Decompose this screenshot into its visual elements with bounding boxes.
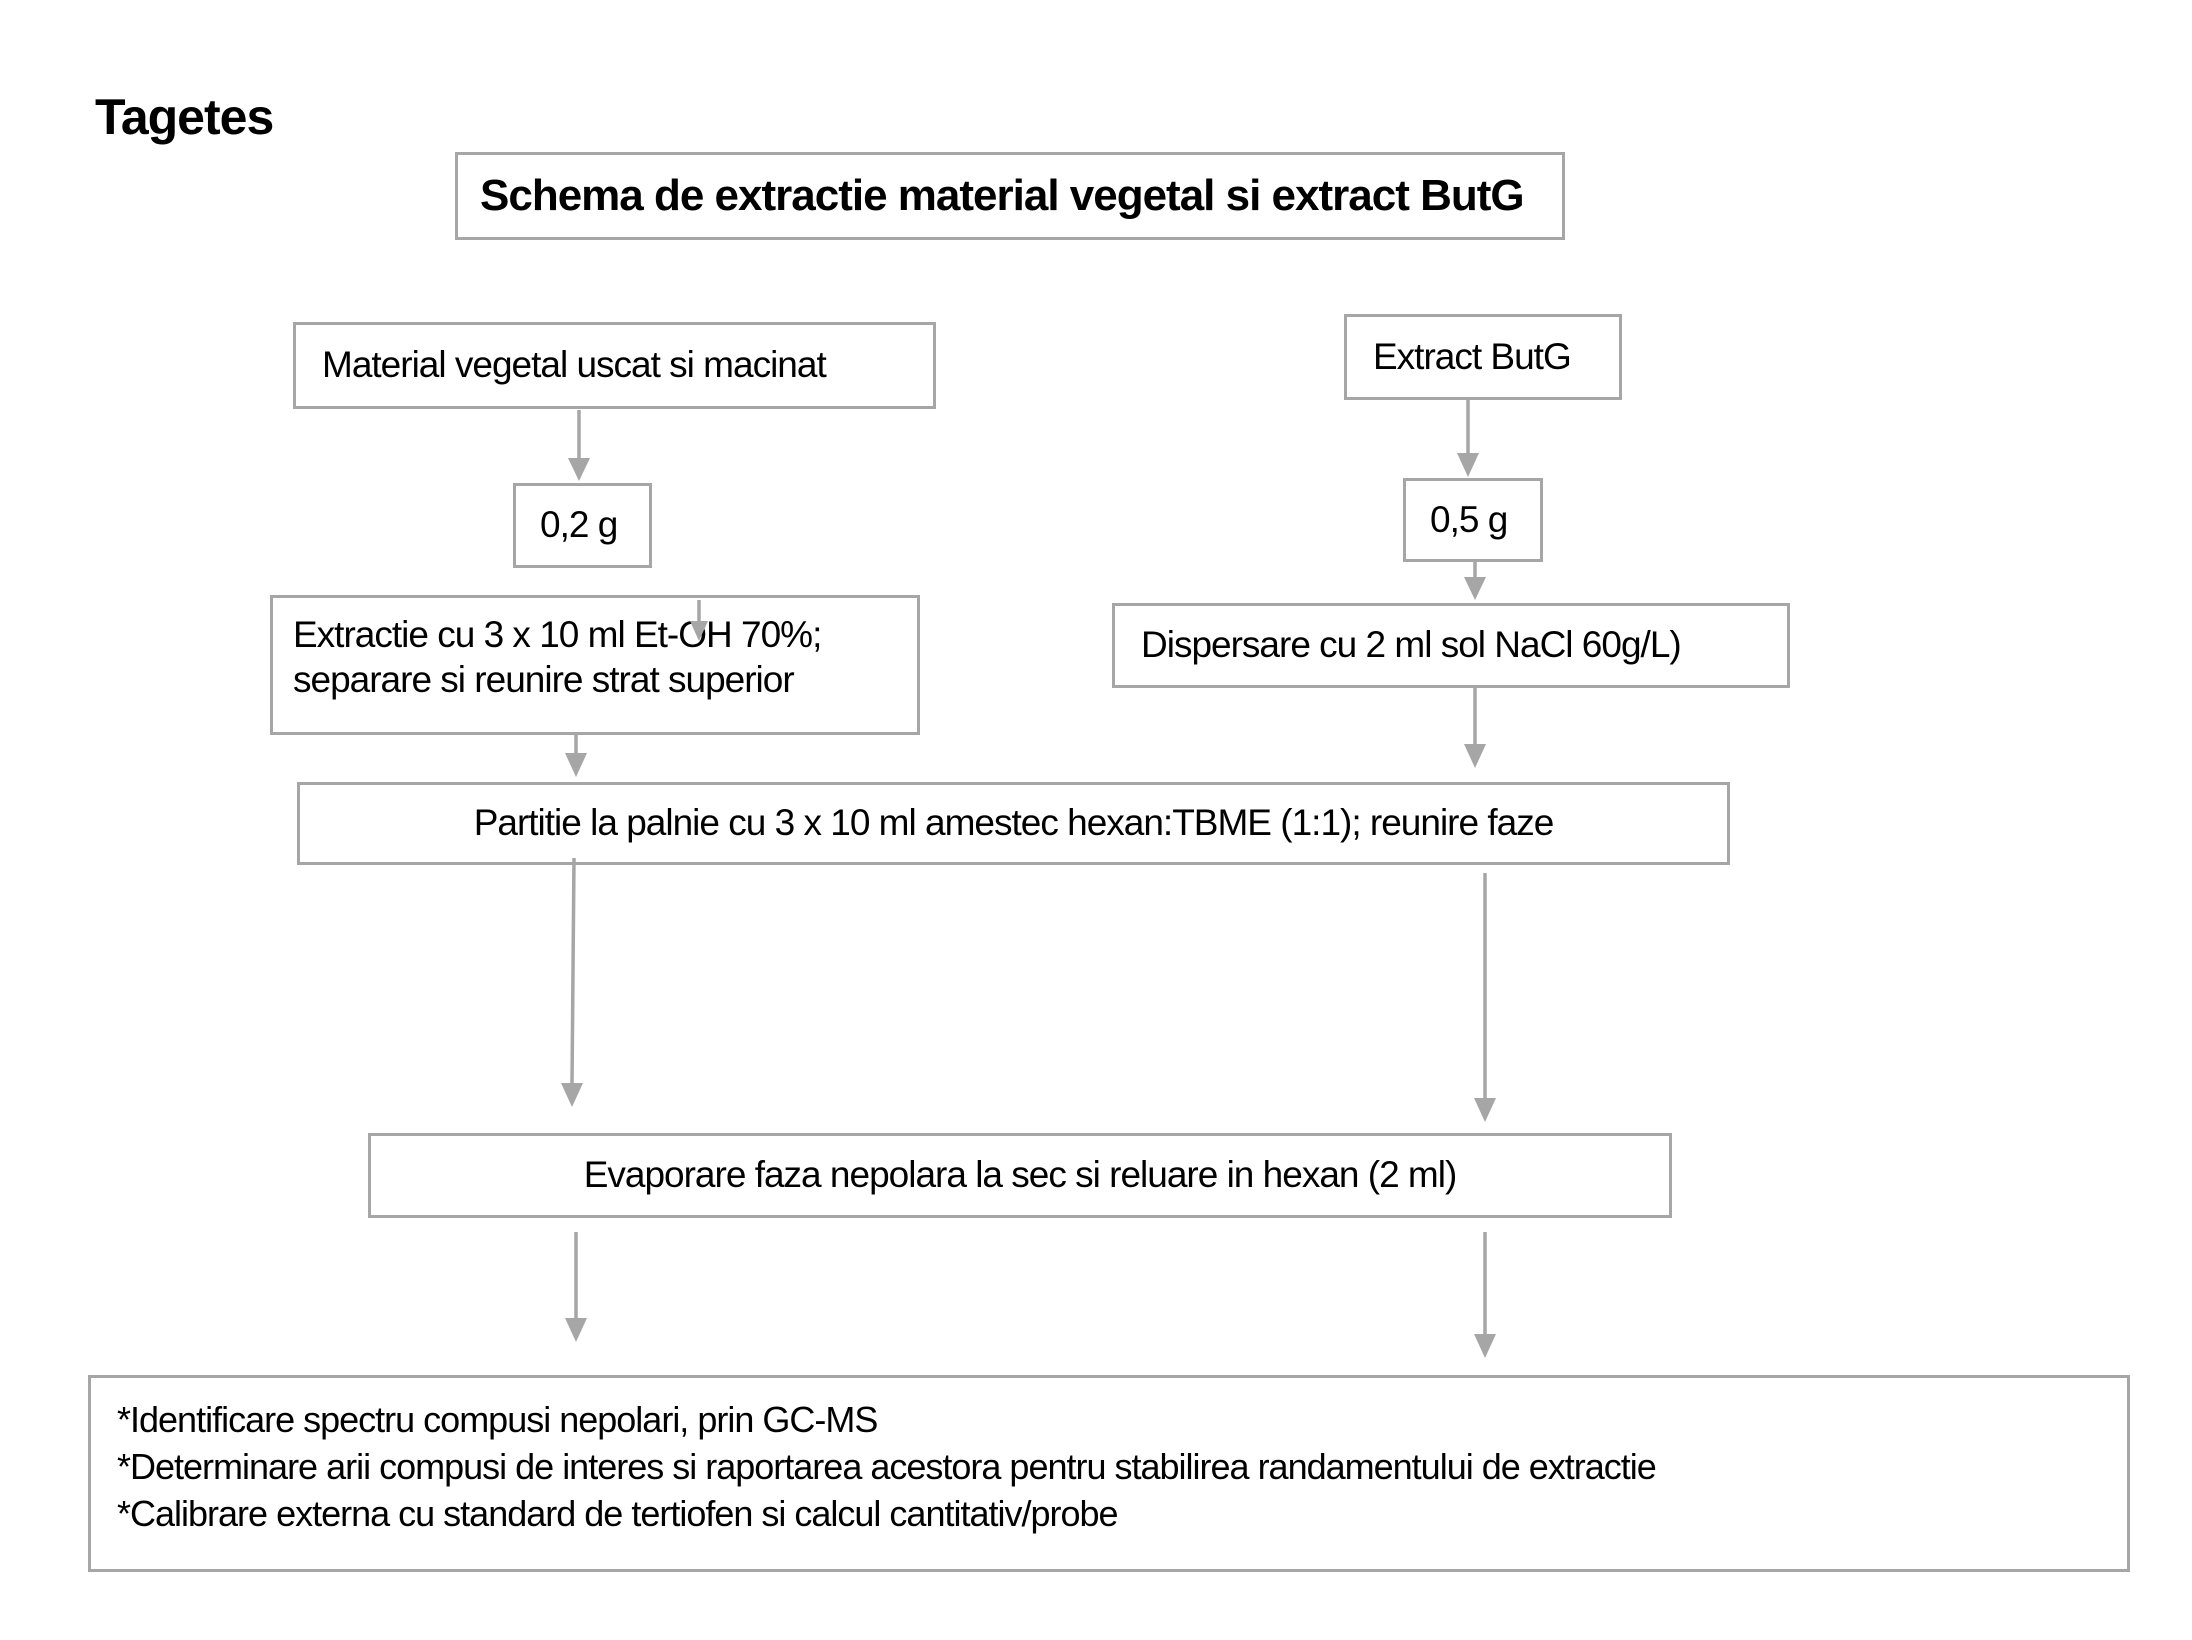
note-line-determinare: *Determinare arii compusi de interes si … [117, 1446, 1657, 1487]
node-material-vegetal: Material vegetal uscat si macinat [293, 322, 936, 409]
node-mass-05g-label: 0,5 g [1430, 498, 1508, 540]
arrow-extractie-to-partitie-icon [565, 735, 587, 777]
node-extractie-line1: Extractie cu 3 x 10 ml Et-OH 70%; [293, 614, 822, 655]
arrow-dispersare-to-partitie-icon [1464, 688, 1486, 768]
arrow-mass-right-to-dispersare-icon [1464, 562, 1486, 600]
node-extract-butg-label: Extract ButG [1373, 335, 1572, 377]
notes-box: *Identificare spectru compusi nepolari, … [88, 1375, 2130, 1572]
node-dispersare: Dispersare cu 2 ml sol NaCl 60g/L) [1112, 603, 1790, 688]
page-title: Tagetes [95, 89, 274, 145]
diagram-title-text: Schema de extractie material vegetal si … [480, 170, 1525, 220]
node-material-vegetal-label: Material vegetal uscat si macinat [322, 344, 827, 386]
node-evaporare: Evaporare faza nepolara la sec si reluar… [368, 1133, 1672, 1218]
node-extract-butg: Extract ButG [1344, 314, 1622, 400]
node-mass-02g: 0,2 g [513, 483, 652, 568]
node-extractie-line2: separare si reunire strat superior [293, 659, 795, 700]
node-evaporare-label: Evaporare faza nepolara la sec si reluar… [583, 1154, 1458, 1196]
note-line-calibrare: *Calibrare externa cu standard de tertio… [117, 1493, 1119, 1534]
node-partitie-label: Partitie la palnie cu 3 x 10 ml amestec … [473, 802, 1555, 844]
arrow-partitie-to-evaporare-right-icon [1474, 873, 1496, 1122]
arrow-butg-to-mass-right-icon [1457, 400, 1479, 477]
node-mass-05g: 0,5 g [1403, 478, 1543, 562]
arrow-evaporare-to-notes-right-icon [1474, 1232, 1496, 1358]
arrow-material-to-mass-left-icon [568, 410, 590, 481]
node-mass-02g-label: 0,2 g [540, 504, 618, 546]
arrow-evaporare-to-notes-left-icon [565, 1232, 587, 1342]
node-dispersare-label: Dispersare cu 2 ml sol NaCl 60g/L) [1141, 624, 1682, 666]
note-line-gcms: *Identificare spectru compusi nepolari, … [117, 1399, 878, 1440]
node-partitie: Partitie la palnie cu 3 x 10 ml amestec … [297, 782, 1730, 865]
node-extractie: Extractie cu 3 x 10 ml Et-OH 70%; separa… [270, 595, 920, 735]
arrow-partitie-to-evaporare-left-icon [561, 857, 583, 1107]
diagram-title-box: Schema de extractie material vegetal si … [455, 152, 1565, 240]
